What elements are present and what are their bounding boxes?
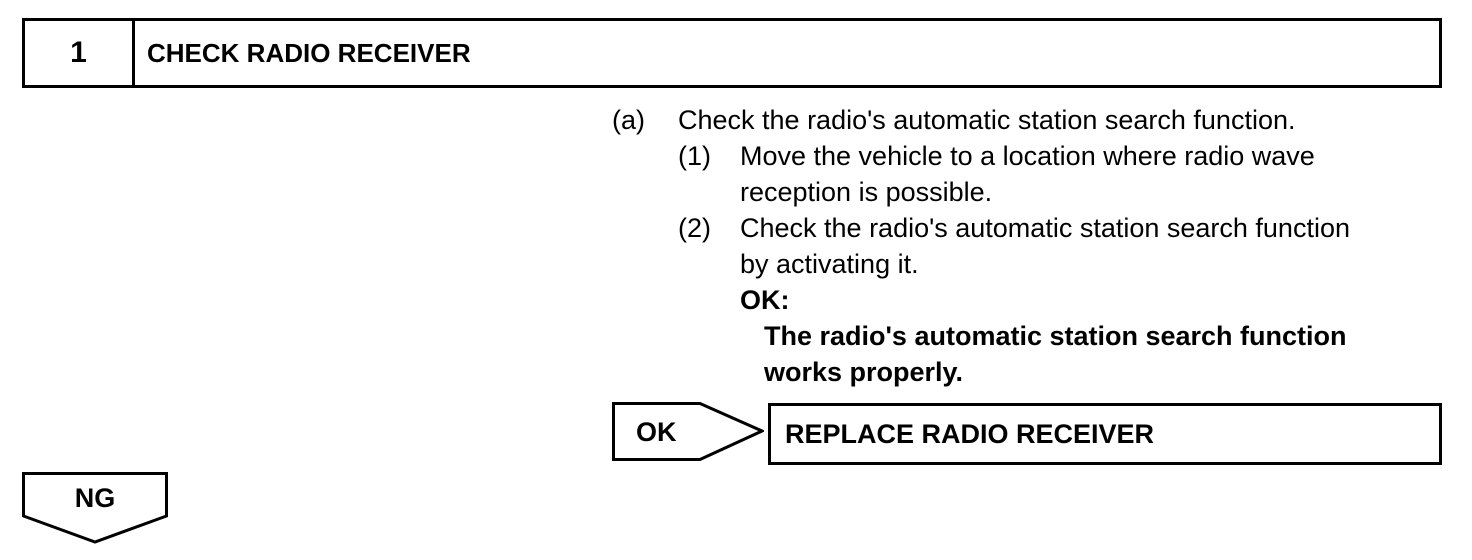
step-title: CHECK RADIO RECEIVER	[147, 37, 471, 68]
step-header: 1 CHECK RADIO RECEIVER	[22, 18, 1442, 88]
ok-criteria-line2: works properly.	[764, 357, 964, 387]
ok-result-box: REPLACE RADIO RECEIVER	[768, 403, 1442, 465]
ok-arrow-label: OK	[636, 417, 677, 447]
ok-criteria-title: OK:	[740, 285, 790, 315]
instruction-sub-1-label: (1)	[678, 141, 711, 171]
instruction-sub-1-line2: reception is possible.	[740, 177, 993, 207]
step-number: 1	[25, 21, 135, 85]
ok-criteria-block: OK: The radio's automatic station search…	[740, 282, 1452, 390]
instruction-sub-2: (2) Check the radio's automatic station …	[678, 210, 1452, 282]
ok-criteria-line1: The radio's automatic station search fun…	[764, 321, 1347, 351]
instruction-sub-1-line1: Move the vehicle to a location where rad…	[740, 141, 1315, 171]
ng-arrow-icon	[22, 472, 168, 544]
instruction-a-text: Check the radio's automatic station sear…	[678, 105, 1296, 135]
instruction-a-label: (a)	[612, 105, 645, 135]
instruction-sub-2-line1: Check the radio's automatic station sear…	[740, 213, 1350, 243]
instruction-sub-2-line2: by activating it.	[740, 249, 919, 279]
instruction-sub-2-label: (2)	[678, 213, 711, 243]
ng-arrow-label: NG	[74, 483, 116, 513]
ok-arrow-icon	[612, 402, 764, 461]
instruction-a: (a) Check the radio's automatic station …	[612, 102, 1452, 138]
instruction-sub-1: (1) Move the vehicle to a location where…	[678, 138, 1452, 210]
instructions: (a) Check the radio's automatic station …	[612, 102, 1452, 390]
